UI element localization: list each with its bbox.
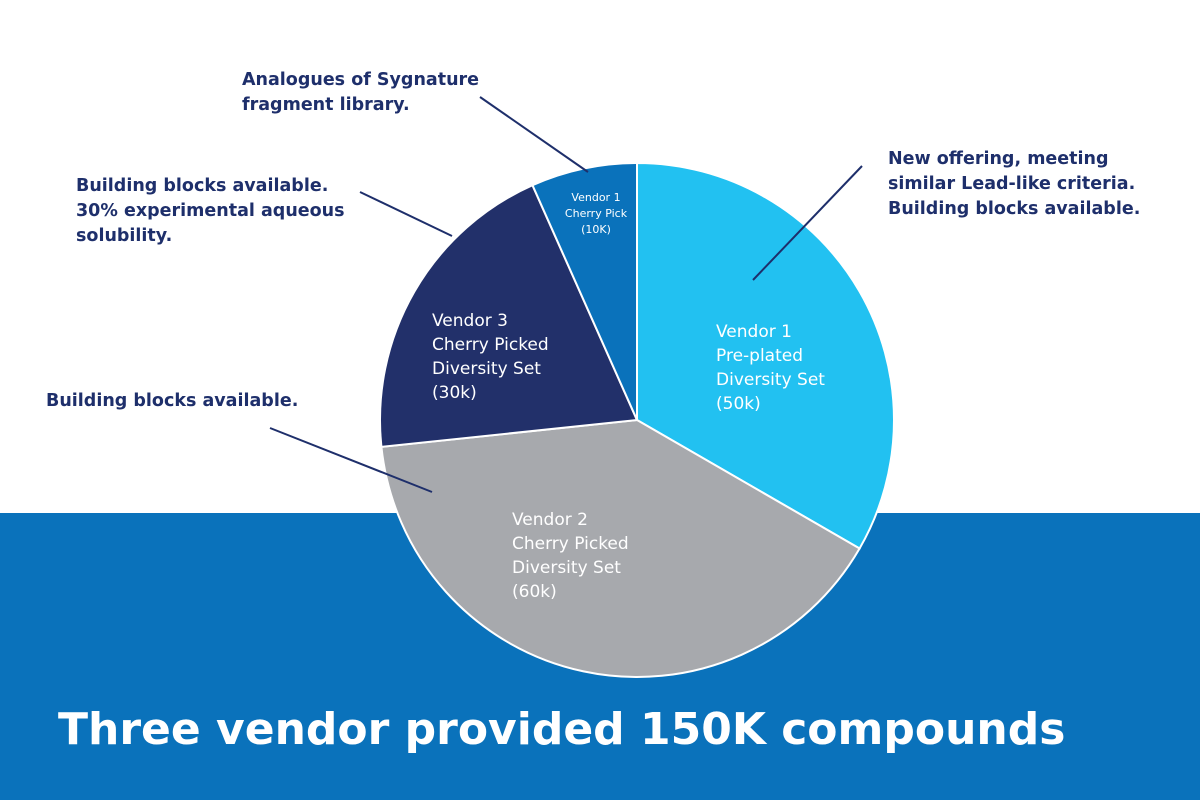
annotation-vendor1-cherry-pick: Analogues of Sygnature fragment library.	[242, 70, 480, 115]
leader-line-vendor3	[359, 191, 453, 237]
leader-line-vendor2	[269, 427, 433, 493]
pie-slice-vendor3	[379, 183, 639, 448]
page-caption: Three vendor provided 150K compounds	[58, 704, 1066, 755]
slice-label-vendor2: Vendor 2 Cherry Picked Diversity Set (60…	[512, 510, 629, 602]
slice-label-vendor1-cherry-pick: Vendor 1 Cherry Pick (10K)	[564, 191, 628, 236]
leader-line-vendor1-cherry-pick	[479, 96, 589, 173]
slice-label-vendor3: Vendor 3 Cherry Picked Diversity Set (30…	[432, 311, 549, 403]
annotation-vendor1-preplated: New offering, meeting similar Lead-like …	[888, 149, 1141, 219]
pie-slice-vendor1-preplated	[636, 161, 895, 550]
annotation-vendor2: Building blocks available.	[46, 391, 299, 411]
leader-line-vendor1-preplated	[752, 165, 863, 281]
slice-label-vendor1-preplated: Vendor 1 Pre-plated Diversity Set (50k)	[716, 322, 825, 414]
pie-slice-vendor2	[380, 418, 861, 678]
annotation-vendor3: Building blocks available. 30% experimen…	[76, 176, 345, 246]
